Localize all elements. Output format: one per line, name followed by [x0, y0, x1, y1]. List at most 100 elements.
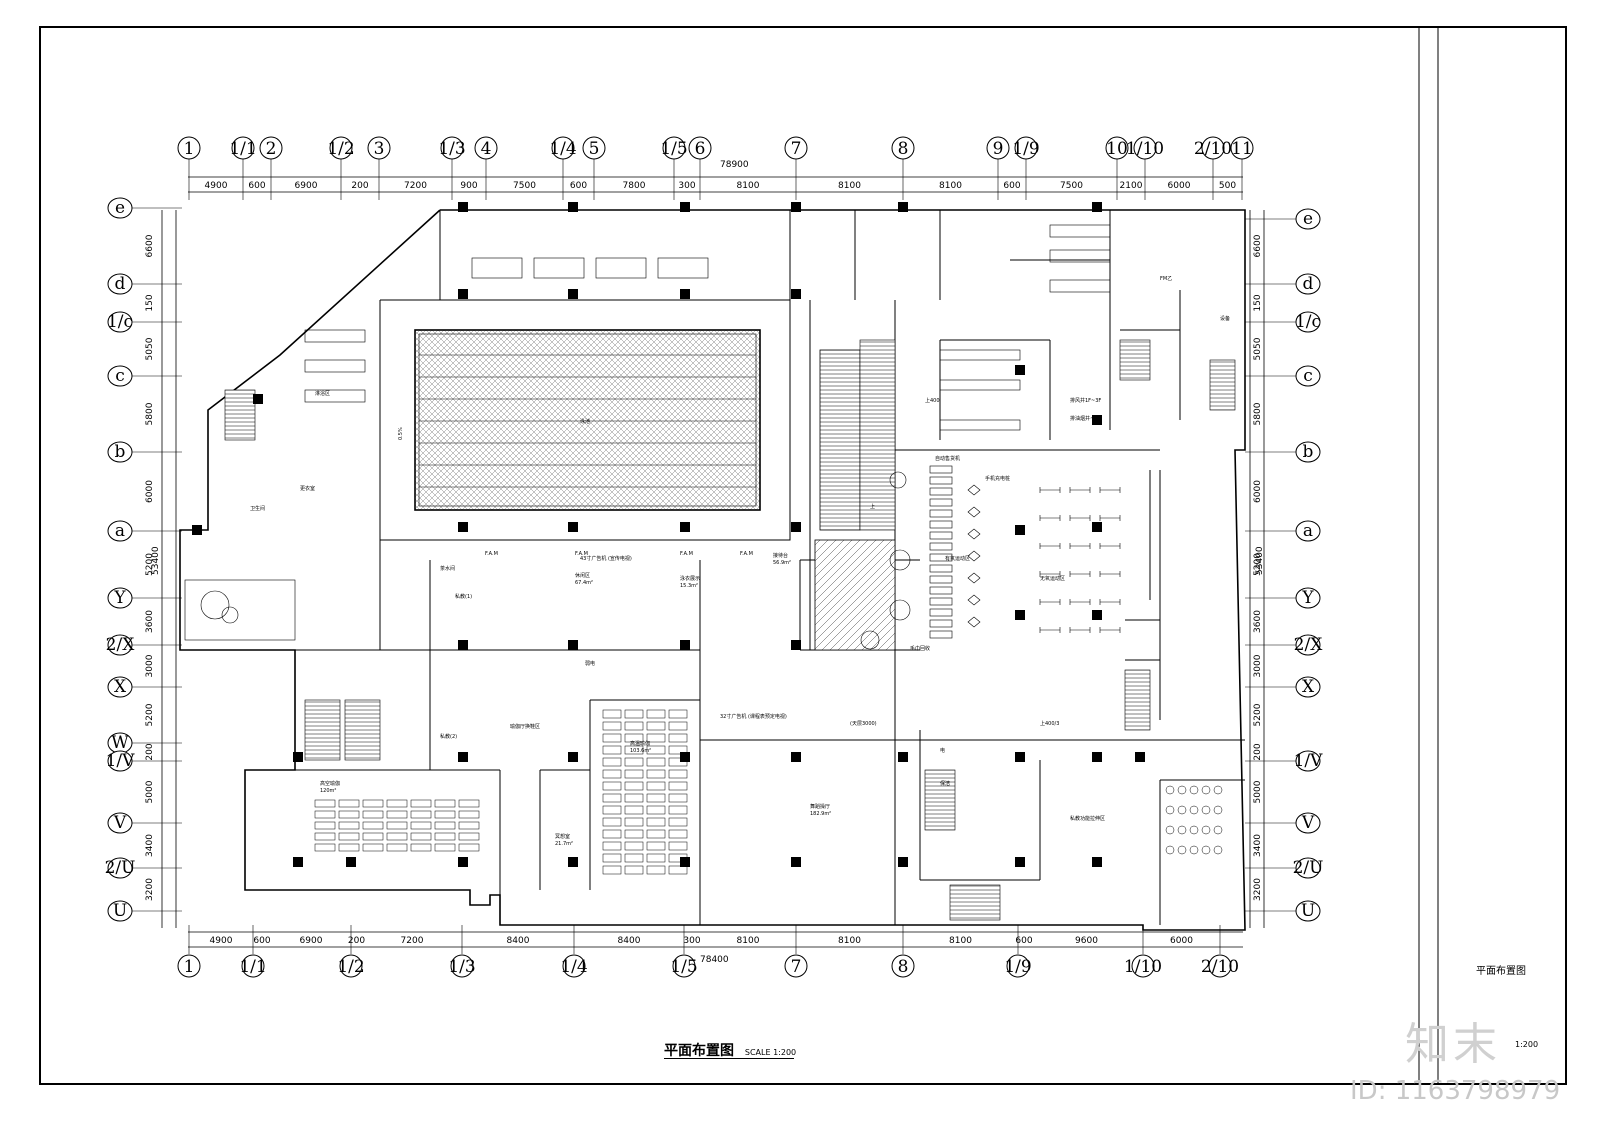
aerial-yoga-mat-4-6	[458, 843, 480, 852]
hot-yoga-mat-12-3	[668, 853, 688, 863]
locker-bank-2	[304, 389, 366, 403]
locker-bank-4	[1049, 249, 1111, 263]
hot-yoga-mat-2-2	[646, 733, 666, 743]
hot-yoga-mat-0-2	[646, 709, 666, 719]
room-pt2: 私教(2)	[440, 733, 457, 740]
top-dim-13: 600	[1003, 181, 1020, 191]
locker-bank-0	[304, 329, 366, 343]
svg-text:1/10: 1/10	[1124, 957, 1162, 977]
aerial-yoga-mat-1-5	[434, 810, 456, 819]
hot-yoga-mat-8-2	[646, 805, 666, 815]
right-dim-11: 3400	[1253, 834, 1263, 857]
top-dim-10: 8100	[737, 181, 760, 191]
svg-text:9: 9	[993, 139, 1004, 159]
axis-bubble-bottom-1-10: 1/10	[1124, 925, 1162, 978]
room-pt1: 私教(1)	[455, 593, 472, 600]
axis-bubble-right-1-V: 1/V	[1245, 750, 1323, 772]
svg-text:1/2: 1/2	[327, 139, 354, 159]
column-20	[458, 640, 468, 650]
room-shower: 淋浴区	[315, 390, 330, 397]
hot-yoga-mat-2-0	[602, 733, 622, 743]
right-dim-7: 3000	[1253, 654, 1263, 677]
svg-text:2/X: 2/X	[1294, 635, 1324, 655]
hot-yoga-mat-4-3	[668, 757, 688, 767]
column-15	[1015, 365, 1025, 375]
svg-text:U: U	[113, 901, 127, 921]
aerial-yoga-mat-4-4	[410, 843, 432, 852]
axis-bubble-top-1-5: 1/5	[660, 136, 688, 200]
sidebar-drawing-title: 平面布置图	[1476, 966, 1526, 977]
axis-bubble-bottom-1-2: 1/2	[337, 925, 365, 978]
atrium-void	[814, 539, 896, 651]
axis-bubble-right-2-U: 2/U	[1245, 857, 1323, 879]
title-underline	[664, 1058, 794, 1059]
bike-4	[967, 572, 981, 584]
room-meditation: 冥想室	[555, 833, 570, 840]
room-lounge-area: 67.4m²	[575, 580, 593, 586]
top-dim-16: 6000	[1168, 181, 1191, 191]
column-31	[293, 752, 303, 762]
stretch-seat-0-2	[1189, 785, 1199, 795]
left-dim-6: 3600	[145, 610, 155, 633]
stretch-area-seats	[1165, 785, 1223, 855]
bottom-dim-5: 8400	[507, 936, 530, 946]
left-dim-9: 200	[145, 743, 155, 760]
svg-text:Y: Y	[113, 588, 126, 608]
hot-yoga-mat-13-1	[624, 865, 644, 875]
room-wc: 卫生间	[250, 505, 265, 512]
svg-text:1/4: 1/4	[560, 957, 587, 977]
svg-text:1/10: 1/10	[1126, 139, 1164, 159]
svg-text:1/c: 1/c	[1295, 312, 1321, 332]
axis-bubble-left-e: e	[107, 197, 182, 219]
aerial-yoga-mat-0-4	[410, 799, 432, 808]
right-dim-2: 5050	[1253, 337, 1263, 360]
hot-yoga-mat-8-3	[668, 805, 688, 815]
svg-text:a: a	[115, 521, 125, 541]
bottom-dim-13: 6000	[1170, 936, 1193, 946]
left-dim-10: 5000	[145, 780, 155, 803]
room-electric: 电	[940, 747, 945, 754]
garden-planters	[184, 471, 911, 650]
aerial-yoga-mat-2-3	[386, 821, 408, 830]
axis-bubble-left-c: c	[107, 365, 182, 387]
svg-text:X: X	[1302, 677, 1315, 697]
axis-bubble-bottom-1-4: 1/4	[560, 925, 588, 978]
axis-bubble-right-U: U	[1245, 900, 1321, 922]
up-label: 上	[870, 503, 875, 510]
aerial-yoga-mat-1-1	[338, 810, 360, 819]
stretch-seat-1-3	[1201, 805, 1211, 815]
svg-text:11: 11	[1231, 139, 1253, 159]
locker-bank-1	[304, 359, 366, 373]
axis-bubble-bottom-1-5: 1/5	[670, 925, 698, 978]
aerial-yoga-mat-4-3	[386, 843, 408, 852]
drawing-title-text: 平面布置图	[664, 1043, 734, 1059]
axis-bubble-right-c: c	[1245, 365, 1321, 387]
left-dim-0: 6600	[145, 234, 155, 257]
annotations: F.A.M F.A.M F.A.M F.A.M 排风井1F~3F 排油烟井~3F…	[398, 275, 1172, 727]
hot-yoga-mat-3-1	[624, 745, 644, 755]
svg-text:X: X	[114, 677, 127, 697]
axis-bubble-left-2-U: 2/U	[105, 857, 182, 879]
svg-text:1/1: 1/1	[239, 957, 266, 977]
aerial-yoga-mat-3-6	[458, 832, 480, 841]
tv-label-1: 43寸广告机 (宣传电视)	[580, 555, 632, 562]
top-dim-7: 600	[570, 181, 587, 191]
hot-yoga-mat-11-2	[646, 841, 666, 851]
axis-bubble-left-V: V	[107, 812, 182, 834]
aerial-yoga-mat-0-6	[458, 799, 480, 808]
stretch-seat-3-2	[1189, 845, 1199, 855]
fm-label: FM乙	[1160, 275, 1172, 282]
svg-text:Y: Y	[1301, 588, 1314, 608]
hot-yoga-mat-7-2	[646, 793, 666, 803]
hot-yoga-mat-4-0	[602, 757, 622, 767]
axis-bubble-left-X: X	[107, 676, 182, 698]
stretch-seat-3-3	[1201, 845, 1211, 855]
hot-yoga-mat-11-3	[668, 841, 688, 851]
axis-bubble-top-1-4: 1/4	[549, 136, 577, 200]
stretch-seat-2-2	[1189, 825, 1199, 835]
hot-yoga-mat-6-1	[624, 781, 644, 791]
treadmill-7	[929, 542, 953, 551]
room-aerial-yoga-area: 120m²	[320, 788, 336, 794]
